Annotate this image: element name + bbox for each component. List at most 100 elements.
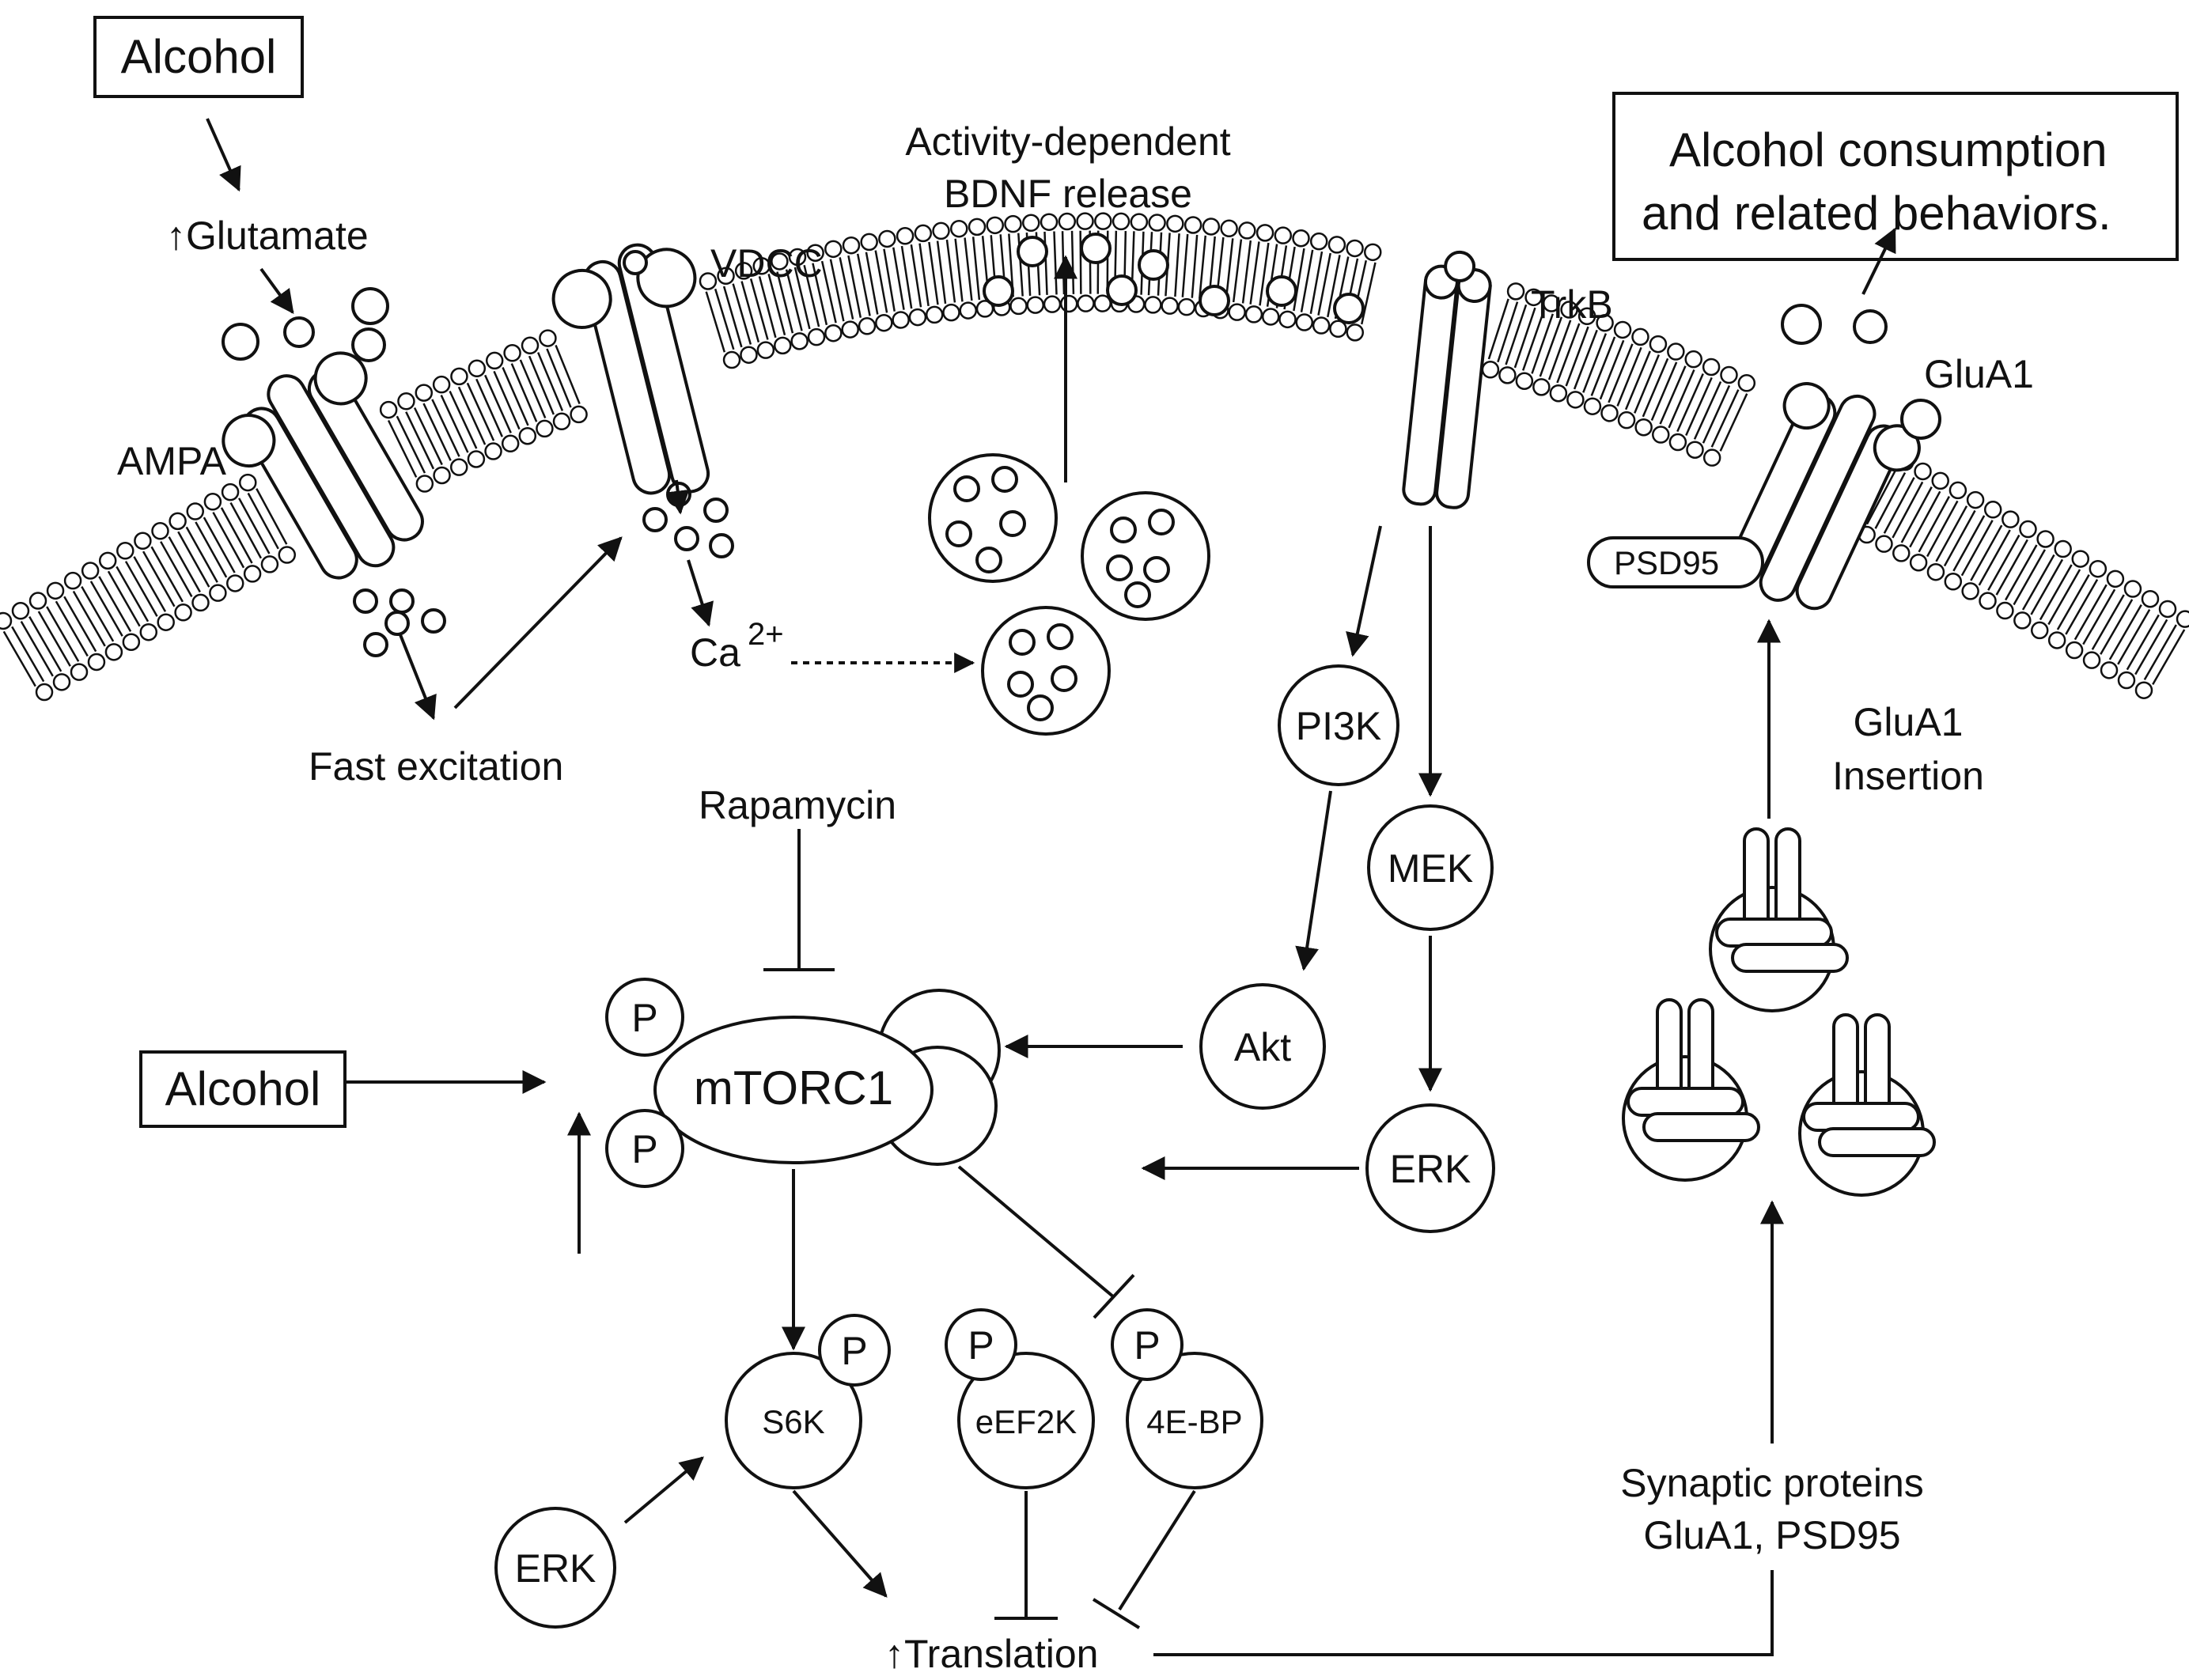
lipid-tail bbox=[705, 291, 726, 353]
lipid-head bbox=[415, 475, 434, 493]
glua1-lobe bbox=[1782, 382, 1831, 430]
lipid-tail bbox=[11, 626, 45, 683]
glua1-membrane-receptor bbox=[1729, 382, 1921, 611]
lipid-head bbox=[1667, 342, 1685, 361]
lipid-head bbox=[975, 300, 994, 318]
mtorc1-inhibits-4ebp-line bbox=[957, 1165, 1115, 1299]
lipid-head bbox=[1926, 562, 1945, 581]
vesicle-cargo bbox=[1124, 581, 1151, 608]
vesicle-cargo bbox=[1047, 623, 1074, 650]
lipid-tail bbox=[431, 399, 460, 457]
lipid-tail bbox=[936, 240, 947, 305]
lipid-tail bbox=[1582, 333, 1608, 393]
lipid-head bbox=[2030, 621, 2049, 640]
glua1-vesicle-bar bbox=[1715, 918, 1833, 948]
lipid-head bbox=[1261, 308, 1280, 326]
lipid-head bbox=[1295, 313, 1314, 331]
lipid-tail bbox=[475, 378, 503, 437]
vdcc-channel bbox=[551, 243, 710, 495]
lipid-head bbox=[1702, 448, 1721, 467]
lipid-head bbox=[2054, 539, 2072, 558]
lipid-head bbox=[518, 426, 537, 445]
vesicle-cargo bbox=[975, 547, 1002, 573]
lipid-tail bbox=[1521, 310, 1545, 371]
lipid-tail bbox=[954, 238, 964, 302]
arrow-alcohol-to-glutamate bbox=[206, 118, 241, 192]
lipid-head bbox=[203, 493, 222, 511]
alcohol-top-box: Alcohol bbox=[93, 16, 304, 98]
erk-right-label: ERK bbox=[1390, 1147, 1471, 1191]
lipid-head bbox=[959, 301, 977, 320]
lipid-head bbox=[752, 257, 771, 275]
lipid-head bbox=[2141, 589, 2160, 608]
lipid-head bbox=[1542, 294, 1561, 312]
lipid-head bbox=[774, 336, 792, 355]
lipid-tail bbox=[2030, 558, 2064, 615]
4ebp-inhibits-translation-line bbox=[1118, 1489, 1196, 1611]
ion-dot bbox=[421, 608, 446, 634]
ampa-lobe-right bbox=[313, 351, 368, 406]
lipid-tail bbox=[247, 492, 279, 550]
lipid-head bbox=[756, 341, 775, 359]
synaptic-label-line1: Synaptic proteins bbox=[1620, 1461, 1924, 1505]
psd95-anchor: PSD95 bbox=[1587, 536, 1764, 588]
outcome-label-line1: Alcohol consumption bbox=[1669, 123, 2108, 176]
lipid-tail bbox=[2117, 609, 2151, 665]
lipid-head bbox=[860, 233, 878, 252]
lipid-head bbox=[932, 221, 950, 240]
ion-dot bbox=[642, 507, 668, 532]
lipid-head bbox=[841, 320, 859, 339]
lipid-head bbox=[225, 574, 244, 592]
lipid-head bbox=[467, 450, 486, 468]
lipid-tail bbox=[1293, 248, 1305, 312]
lipid-head bbox=[1112, 212, 1130, 231]
lipid-tail bbox=[1918, 495, 1950, 553]
lipid-head bbox=[1161, 297, 1179, 315]
lipid-tail bbox=[785, 269, 803, 331]
lipid-tail bbox=[1531, 313, 1555, 374]
psd95-shape bbox=[1587, 536, 1764, 588]
glua1-insertion-label-line1: GluA1 bbox=[1854, 700, 1964, 744]
lipid-head bbox=[824, 240, 843, 259]
lipid-head bbox=[1634, 418, 1653, 437]
lipid-head bbox=[552, 412, 571, 431]
arrow-glua1-to-outcome bbox=[1861, 227, 1896, 295]
lipid-head bbox=[397, 392, 415, 411]
trkb-label: TrkB bbox=[1531, 282, 1613, 327]
lipid-head bbox=[878, 229, 896, 248]
lipid-tail bbox=[20, 621, 54, 677]
lipid-head bbox=[824, 324, 843, 342]
arrow-erk-to-s6k bbox=[623, 1456, 704, 1524]
lipid-head bbox=[807, 327, 826, 346]
lipid-head bbox=[1009, 297, 1028, 316]
lipid-head bbox=[139, 622, 158, 641]
lipid-tail bbox=[212, 512, 245, 569]
lipid-tail bbox=[203, 516, 236, 573]
lipid-tail bbox=[1317, 252, 1331, 316]
lipid-tail bbox=[812, 263, 828, 326]
lipid-tail bbox=[847, 255, 862, 318]
lipid-tail bbox=[1987, 534, 2020, 591]
s6k-circle bbox=[725, 1352, 862, 1489]
lipid-tail bbox=[1513, 307, 1536, 369]
lipid-tail bbox=[387, 419, 418, 478]
pi3k-label: PI3K bbox=[1296, 704, 1381, 748]
lipid-head bbox=[788, 248, 807, 267]
lipid-head bbox=[485, 351, 504, 370]
vesicle-cargo bbox=[1106, 554, 1133, 581]
lipid-tail bbox=[2143, 624, 2177, 680]
lipid-tail bbox=[536, 352, 564, 411]
lipid-head bbox=[925, 305, 944, 324]
lipid-head bbox=[209, 584, 227, 602]
lipid-head bbox=[468, 359, 487, 378]
glutamate-dot bbox=[351, 327, 386, 362]
glua1-insertion-label-line2: Insertion bbox=[1832, 754, 1984, 798]
lipid-head bbox=[699, 272, 718, 290]
lipid-head bbox=[1202, 218, 1221, 236]
ion-dot bbox=[389, 588, 415, 614]
lipid-head bbox=[243, 565, 262, 583]
lipid-head bbox=[771, 252, 789, 271]
lipid-tail bbox=[1232, 239, 1243, 303]
lipid-tail bbox=[124, 561, 158, 617]
glua1-vesicle-bar bbox=[1642, 1112, 1760, 1142]
